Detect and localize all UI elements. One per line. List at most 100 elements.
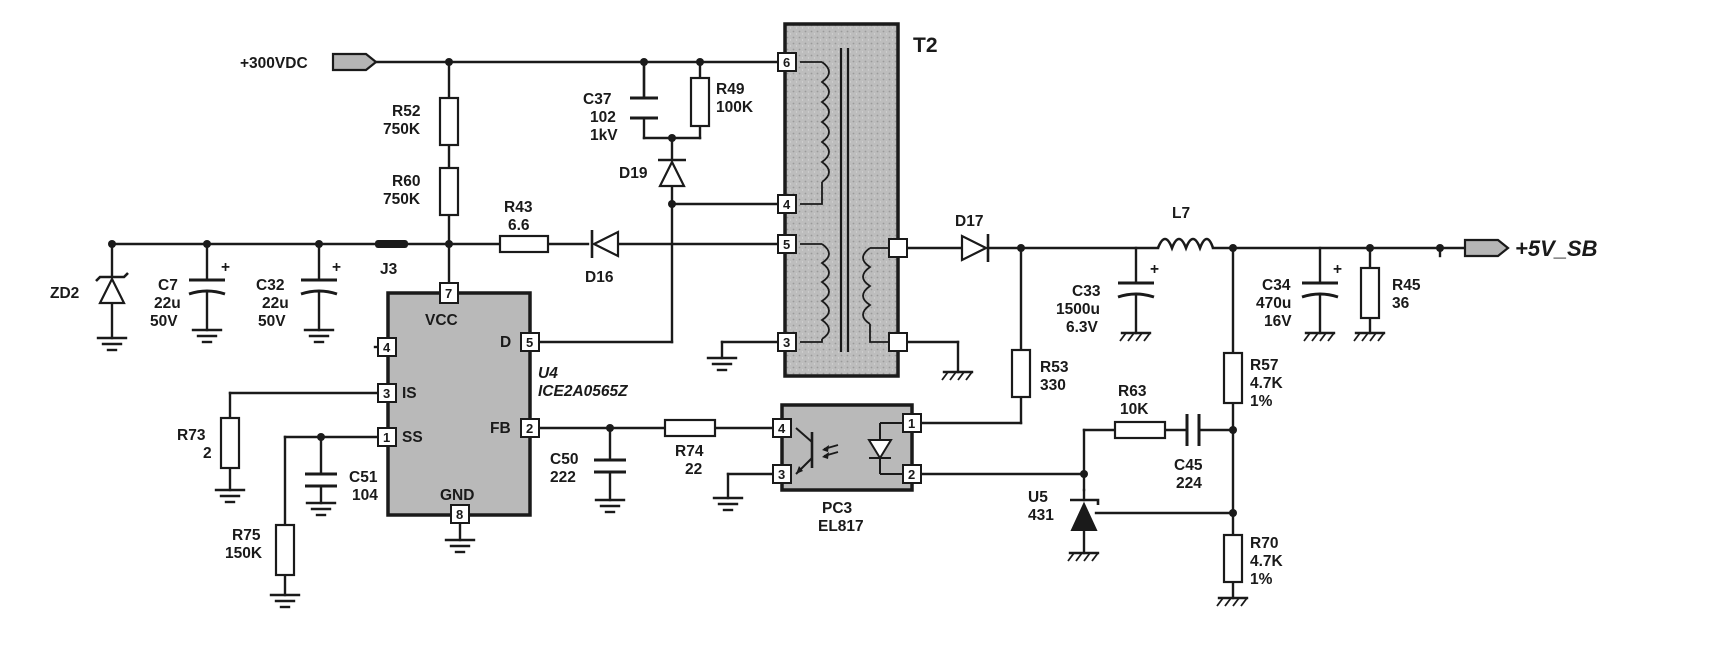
ground-c33 <box>1119 331 1152 342</box>
capacitor-c37 <box>630 60 658 120</box>
ground-c34 <box>1303 331 1336 342</box>
r57-value: 4.7K <box>1250 375 1284 392</box>
resistor-r60 <box>438 166 460 217</box>
u4-pin-7-num: 7 <box>445 286 452 301</box>
c34-ref: C34 <box>1262 277 1291 294</box>
c7-value: 22u <box>154 295 181 312</box>
r60-value: 750K <box>383 191 421 208</box>
r57-tol: 1% <box>1250 393 1273 410</box>
c51-value: 104 <box>352 487 378 504</box>
r74-ref: R74 <box>675 443 704 460</box>
r73-ref: R73 <box>177 427 206 444</box>
c33-value: 1500u <box>1056 301 1100 318</box>
junction-dots <box>108 58 1444 517</box>
resistor-r73 <box>219 416 241 470</box>
r70-tol: 1% <box>1250 571 1273 588</box>
t2-pin-4-label: 4 <box>783 197 791 212</box>
ground-c50 <box>594 498 626 514</box>
u5-ref: U5 <box>1028 489 1048 506</box>
c34-polarity: + <box>1333 261 1342 278</box>
capacitor-c34: + <box>1301 261 1342 299</box>
c37-rating: 1kV <box>590 127 618 144</box>
r52-ref: R52 <box>392 103 420 120</box>
r70-value: 4.7K <box>1250 553 1284 570</box>
capacitor-c33: + <box>1117 261 1159 299</box>
u4-pin-5 <box>520 332 540 352</box>
pc3-pin-4-num: 4 <box>778 421 786 436</box>
net-label-5v-sb: +5V_SB <box>1515 236 1598 261</box>
pc3-pin-2 <box>902 464 922 484</box>
t2-pin-3-label: 3 <box>783 335 790 350</box>
r57-ref: R57 <box>1250 357 1278 374</box>
r60-ref: R60 <box>392 173 420 190</box>
u4-part: ICE2A0565Z <box>538 383 628 400</box>
ground-c51 <box>305 501 337 517</box>
r43-value: 6.6 <box>508 217 530 234</box>
optocoupler-pc3: 4 3 1 2 PC3 EL817 <box>772 403 922 535</box>
pc3-pin-3-num: 3 <box>778 467 785 482</box>
ground-r73 <box>214 488 246 504</box>
capacitors: + + + + <box>188 60 1342 488</box>
t2-sec-pin-top <box>888 238 908 258</box>
component-labels: R52 750K R60 750K R49 100K C37 102 1kV D… <box>50 81 1421 588</box>
ground-u5 <box>1067 551 1100 562</box>
t2-pin-3 <box>777 332 797 352</box>
resistor-r52 <box>438 96 460 147</box>
r74-value: 22 <box>685 461 702 478</box>
r49-ref: R49 <box>716 81 745 98</box>
t2-pin-4 <box>777 194 797 214</box>
c51-ref: C51 <box>349 469 378 486</box>
c32-rating: 50V <box>258 313 286 330</box>
d19-ref: D19 <box>619 165 648 182</box>
c50-ref: C50 <box>550 451 578 468</box>
t2-pin-5-label: 5 <box>783 237 790 252</box>
r52-value: 750K <box>383 121 421 138</box>
resistor-r70 <box>1222 533 1244 584</box>
controller-u4: 7 4 3 1 5 2 8 VCC D IS SS FB GND U4 ICE2… <box>377 282 628 524</box>
c45-value: 224 <box>1176 475 1202 492</box>
pc3-pin-2-num: 2 <box>908 467 915 482</box>
r70-ref: R70 <box>1250 535 1278 552</box>
c32-ref: C32 <box>256 277 284 294</box>
net-label-300vdc: +300VDC <box>240 55 308 72</box>
pc3-pin-4 <box>772 418 792 438</box>
diode-d17 <box>960 234 990 262</box>
d17-ref: D17 <box>955 213 983 230</box>
transformer-t2: 6 4 5 3 T2 <box>777 22 938 378</box>
jumper-j3 <box>375 240 408 248</box>
c32-value: 22u <box>262 295 289 312</box>
diodes <box>95 158 1100 531</box>
resistor-r49 <box>689 76 711 128</box>
c7-rating: 50V <box>150 313 178 330</box>
resistor-r53 <box>1010 348 1032 399</box>
j3-ref: J3 <box>380 261 398 278</box>
ground-symbols <box>96 328 1386 609</box>
u4-pin-1-num: 1 <box>383 430 390 445</box>
c32-polarity: + <box>332 259 341 276</box>
u4-label-is: IS <box>402 385 417 402</box>
r75-ref: R75 <box>232 527 261 544</box>
c7-ref: C7 <box>158 277 178 294</box>
u4-pin-8 <box>450 504 470 524</box>
u4-pin-3-num: 3 <box>383 386 390 401</box>
capacitor-c50 <box>594 458 626 474</box>
u4-label-ss: SS <box>402 429 423 446</box>
t2-pin-6 <box>777 52 797 72</box>
u4-pin-4 <box>377 337 397 357</box>
r63-value: 10K <box>1120 401 1149 418</box>
u4-label-d: D <box>500 334 511 351</box>
c34-rating: 16V <box>1264 313 1292 330</box>
capacitor-c45 <box>1185 414 1201 446</box>
r49-value: 100K <box>716 99 754 116</box>
c34-value: 470u <box>1256 295 1291 312</box>
zd2-ref: ZD2 <box>50 285 79 302</box>
t2-pin-6-label: 6 <box>783 55 790 70</box>
ground-t2-sec <box>941 370 974 381</box>
capacitor-c51 <box>305 472 337 488</box>
u4-label-fb: FB <box>490 420 511 437</box>
r75-value: 150K <box>225 545 263 562</box>
u5-value: 431 <box>1028 507 1054 524</box>
ground-r45 <box>1353 331 1386 342</box>
r73-value: 2 <box>203 445 212 462</box>
